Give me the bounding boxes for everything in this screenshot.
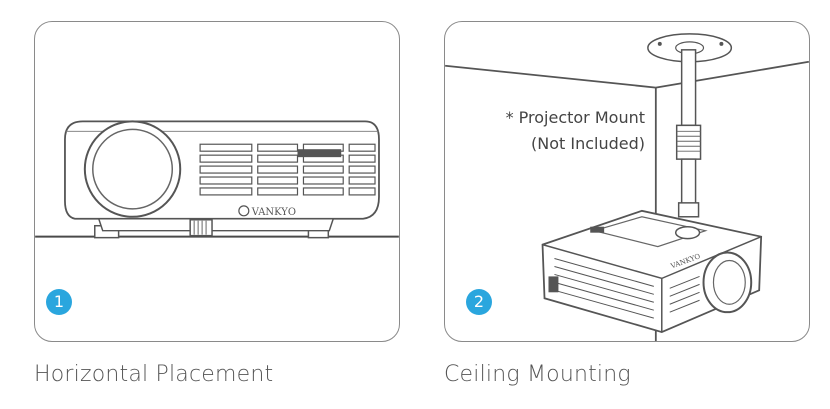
horizontal-placement-panel: VANKYO 1 [34, 21, 400, 342]
projector-mount-note: * Projector Mount [505, 108, 645, 127]
step-number-badge: 2 [466, 289, 492, 315]
ceiling-mount-illustration: VANKYO [445, 33, 809, 341]
projector-on-table-illustration: VANKYO [35, 120, 399, 239]
horizontal-placement-caption: Horizontal Placement [34, 362, 274, 387]
ceiling-mounting-caption: Ceiling Mounting [444, 362, 631, 387]
ceiling-mounting-panel: VANKYO * Projector Mount (Not Included) … [444, 21, 810, 342]
brand-logo-text: VANKYO [251, 207, 296, 218]
step-number-badge: 1 [46, 289, 72, 315]
not-included-note: (Not Included) [531, 134, 645, 153]
